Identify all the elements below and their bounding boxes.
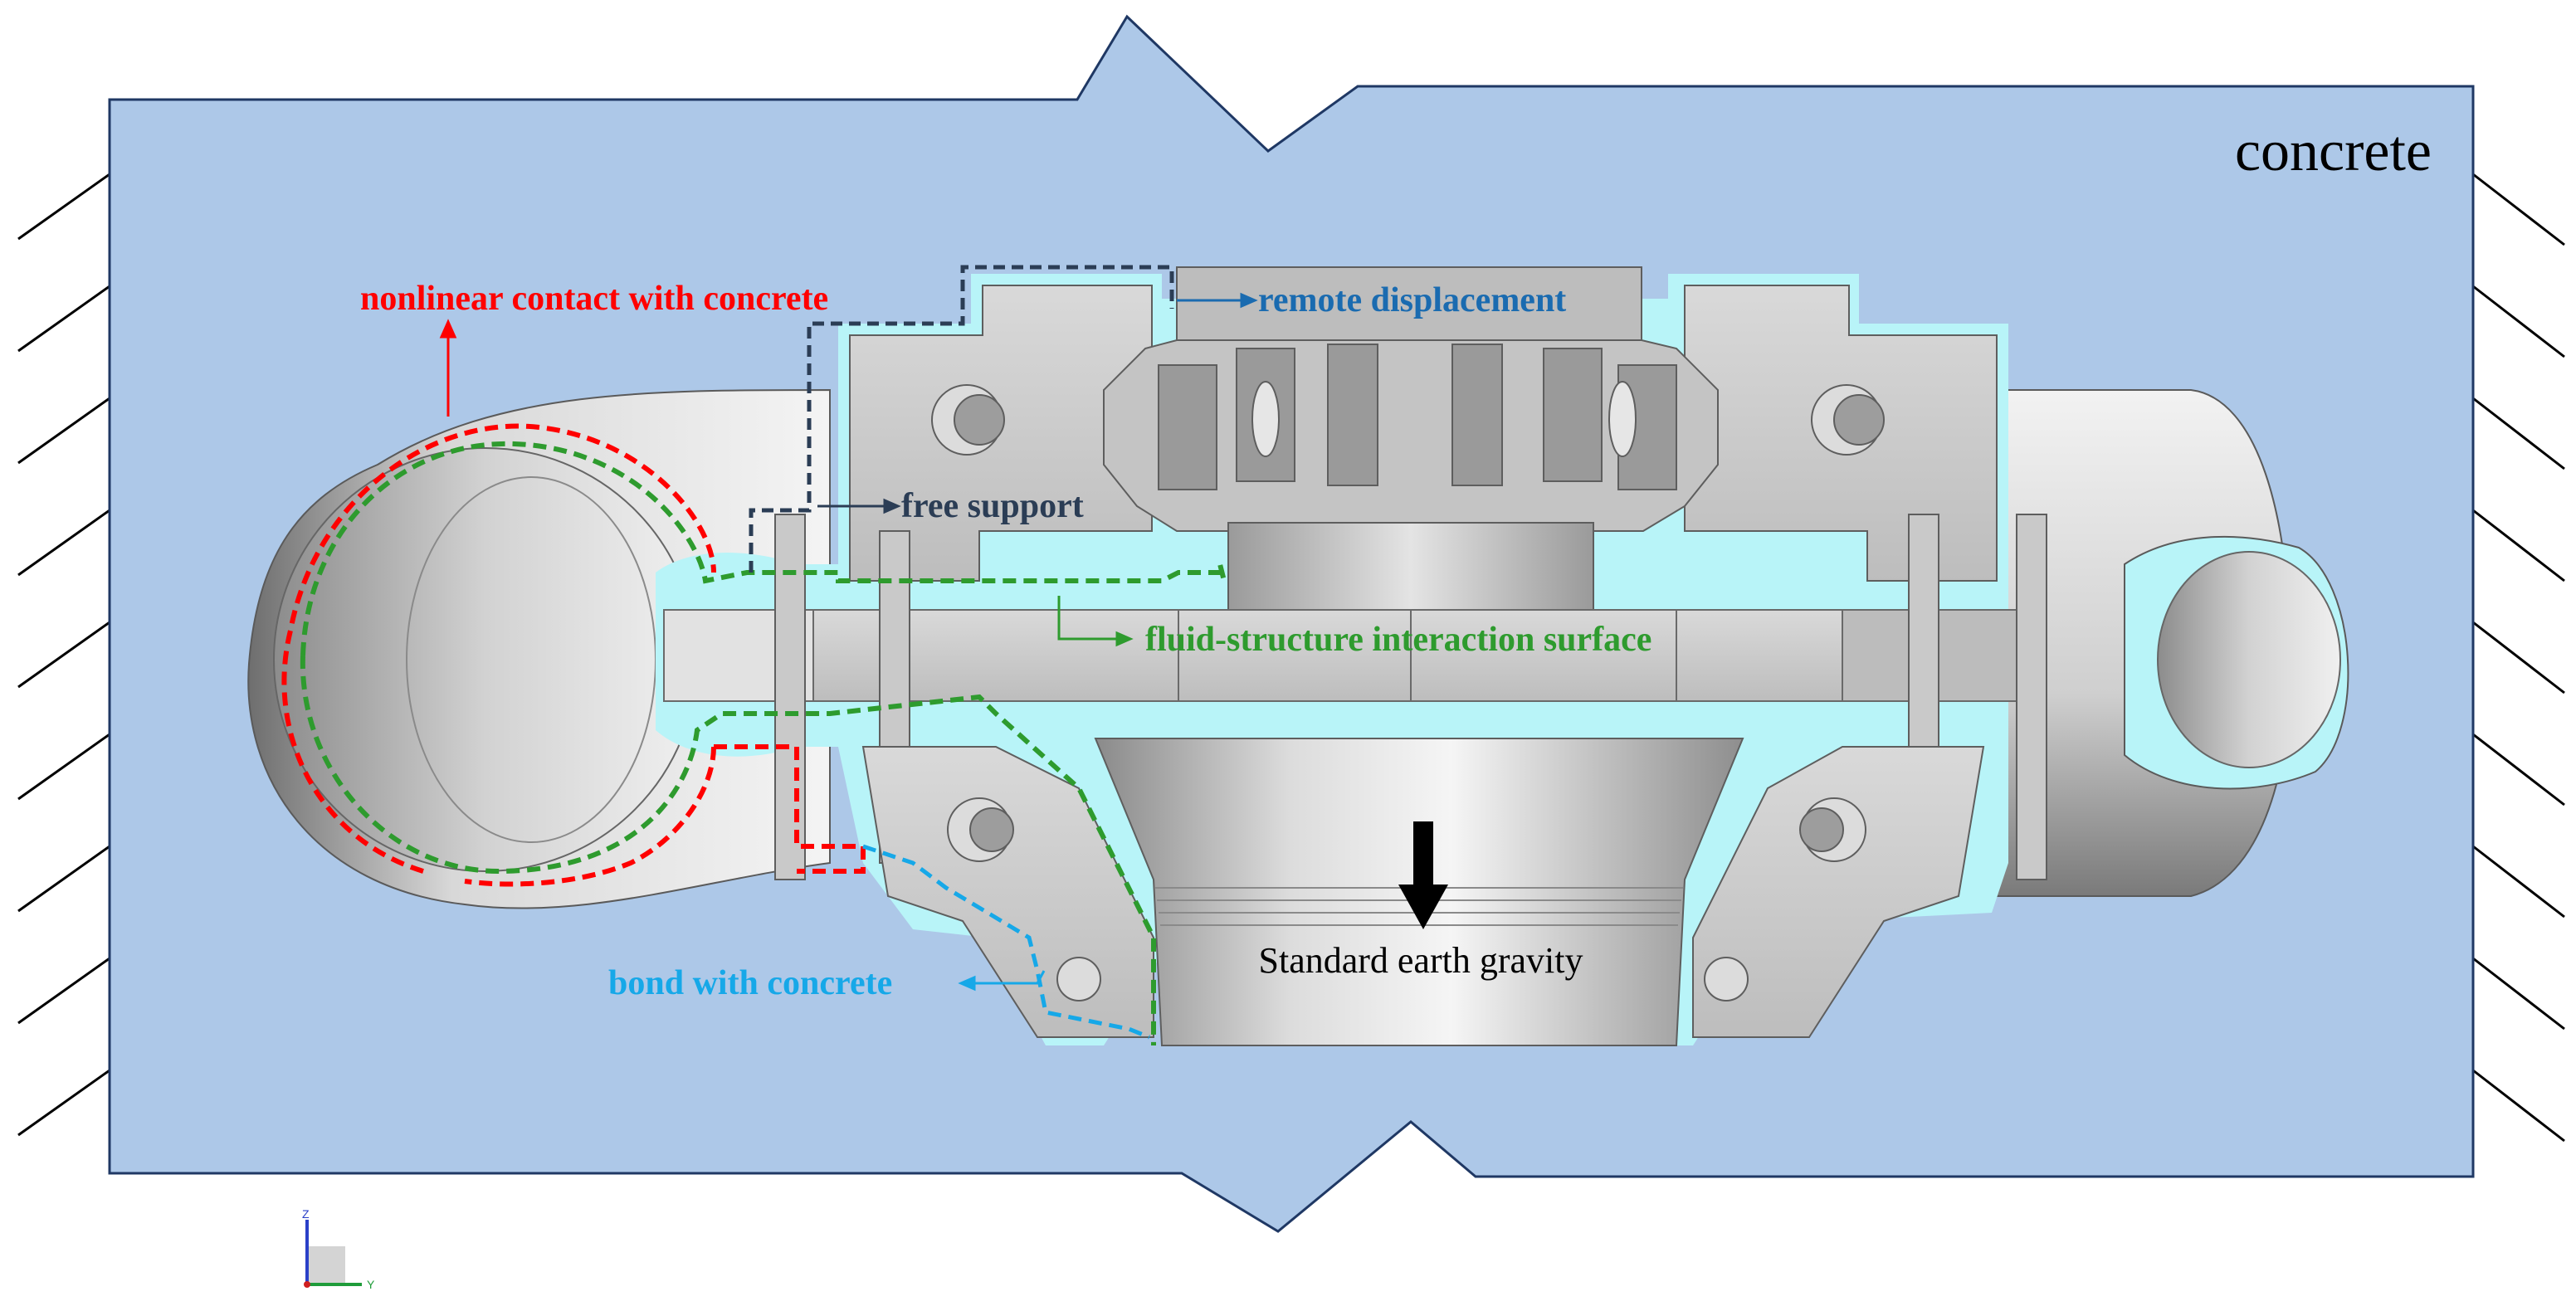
fsi-boundary-lower bbox=[300, 655, 1156, 1045]
gravity-arrow bbox=[1398, 821, 1448, 929]
axis-y-label: Y bbox=[367, 1278, 375, 1291]
head-cover-structure bbox=[849, 285, 1998, 582]
runner-crown bbox=[1103, 266, 1719, 615]
fixed-support-left-hatch bbox=[17, 173, 110, 1137]
fsi-arrow bbox=[1057, 596, 1134, 647]
spiral-case-left-opening bbox=[273, 447, 698, 872]
free-support-arrow bbox=[817, 498, 901, 514]
bottom-ring-structure bbox=[861, 746, 1985, 1038]
nonlinear-contact-label: nonlinear contact with concrete bbox=[360, 280, 828, 318]
nonlinear-contact-arrow bbox=[439, 319, 457, 417]
bond-label: bond with concrete bbox=[608, 964, 892, 1002]
free-support-label: free support bbox=[901, 487, 1084, 525]
fixed-support-right-hatch bbox=[2472, 173, 2565, 1143]
remote-displacement-label: remote displacement bbox=[1258, 281, 1566, 319]
remote-displacement-arrow bbox=[1177, 292, 1258, 309]
gravity-label: Standard earth gravity bbox=[1259, 940, 1583, 981]
axis-triad: Z Y bbox=[302, 1207, 375, 1291]
concrete-label: concrete bbox=[2235, 119, 2432, 183]
bond-arrow bbox=[958, 970, 1046, 992]
fsi-boundary-upper bbox=[300, 441, 1227, 656]
axis-z-label: Z bbox=[302, 1207, 310, 1221]
spiral-case-right-opening bbox=[2157, 551, 2341, 768]
bond-boundary bbox=[862, 844, 1150, 1040]
free-support-boundary bbox=[749, 265, 1174, 573]
nonlinear-contact-boundary bbox=[281, 423, 866, 887]
fsi-surface-label: fluid-structure interaction surface bbox=[1145, 621, 1651, 659]
